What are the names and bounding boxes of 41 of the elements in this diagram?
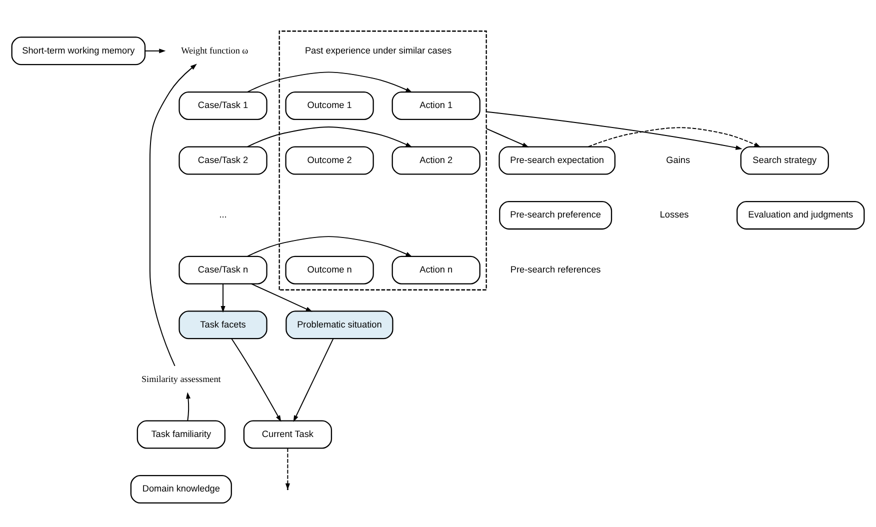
- node-box: Case/Task n: [178, 255, 268, 284]
- node-box: Action 1: [392, 90, 480, 120]
- arrow: [231, 338, 282, 422]
- node-box: Action n: [392, 255, 480, 284]
- node-box: Problematic situation: [286, 310, 394, 339]
- node-box: Outcome 2: [285, 146, 374, 174]
- node-box: Outcome n: [285, 255, 374, 284]
- node-box: Short-term working memory: [11, 36, 146, 65]
- node-box: Task facets: [178, 310, 268, 339]
- node-label: Past experience under similar cases: [304, 44, 452, 55]
- node-box: Current Task: [243, 420, 332, 448]
- arrow: [285, 447, 290, 490]
- arrow: [220, 283, 226, 312]
- arrow: [144, 48, 166, 53]
- label: Losses: [660, 209, 689, 220]
- arrow: [247, 236, 412, 256]
- label: Pre-search references: [510, 264, 601, 274]
- arrow: [186, 392, 191, 421]
- node-text: Weight function ω: [181, 44, 248, 55]
- node-box: Outcome 1: [285, 90, 374, 120]
- arrow: [486, 128, 529, 147]
- arrow: [588, 126, 761, 147]
- label: ...: [219, 209, 227, 220]
- cluster: [278, 30, 487, 290]
- node-box: Pre-search preference: [499, 200, 612, 230]
- arrow: [247, 71, 412, 92]
- node-box: Domain knowledge: [130, 474, 232, 504]
- node-text: Similarity assessment: [141, 374, 221, 384]
- arrow: [251, 282, 312, 312]
- arrow: [293, 338, 334, 422]
- node-box: Task familiarity: [136, 420, 226, 448]
- node-box: Evaluation and judgments: [736, 200, 865, 230]
- arrow: [149, 63, 197, 366]
- arrow: [247, 126, 412, 147]
- label: Gains: [666, 154, 690, 164]
- arrow: [486, 110, 742, 150]
- node-box: Action 2: [392, 146, 480, 174]
- node-box: Case/Task 2: [178, 146, 268, 174]
- node-box: Search strategy: [740, 146, 829, 174]
- node-box: Case/Task 1: [178, 90, 268, 120]
- node-box: Pre-search expectation: [498, 146, 616, 174]
